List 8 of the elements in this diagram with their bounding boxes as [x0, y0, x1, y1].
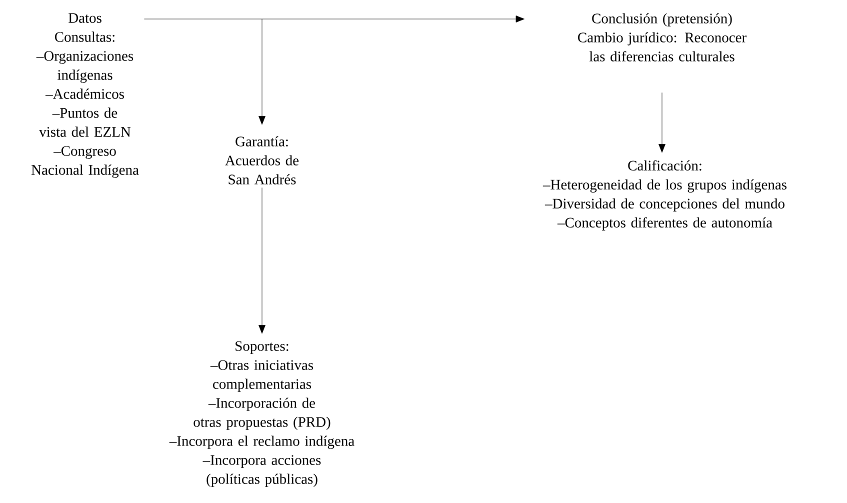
arrow: [144, 16, 524, 125]
data-text: Datos Consultas: –Organizaciones indígenas –Académicos –Puntos de vista del EZLN –Congreso Nacional Indígena: [31, 13, 139, 178]
qualifier-text: Calificación: –Heterogeneidad de los grupos indígenas –Diversidad de concepciones del mundo –Conceptos diferentes de autonomía: [542, 160, 786, 230]
backing-text: Soportes: –Otras iniciativas complementarias –Incorporación de otras propuestas (PRD) –Incorpora el reclamo indígena –Incorpora acciones (políticas públicas): [169, 341, 354, 487]
warrant-text: Garantía: Acuerdos de San Andrés: [225, 136, 299, 184]
claim-text: Conclusión (pretensión) Cambio jurídico: Reconocer las diferencias culturales: [578, 13, 746, 62]
arrow: [658, 92, 666, 153]
arrow: [258, 187, 266, 334]
